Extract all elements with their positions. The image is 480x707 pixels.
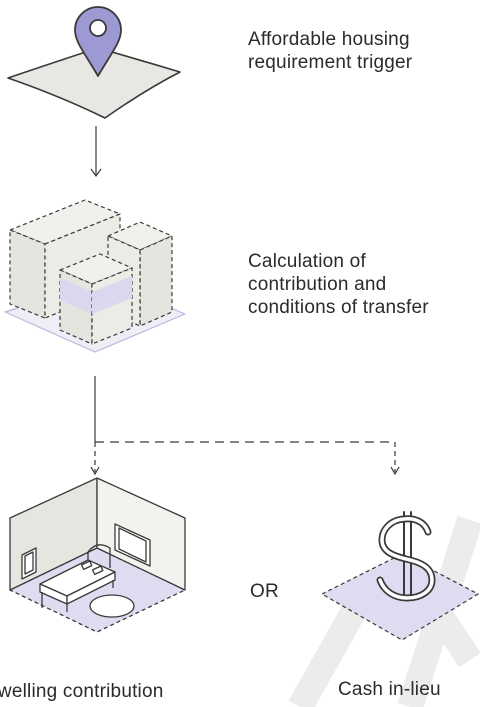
calculation-label: Calculation of contribution and conditio… <box>248 251 429 318</box>
building-blocks-icon <box>4 199 186 353</box>
ground-sheet-icon <box>7 47 181 119</box>
branching-arrows <box>90 376 400 476</box>
arrow-down-1 <box>90 126 102 178</box>
dwelling-contribution-label: Dwelling contribution <box>0 681 164 702</box>
dollar-sign-icon <box>376 511 436 602</box>
trigger-label: Affordable housing requirement trigger <box>248 29 413 73</box>
bedroom-icon <box>9 477 186 633</box>
map-pin-icon <box>74 6 122 77</box>
or-label: OR <box>250 581 279 602</box>
cash-in-lieu-label: Cash in-lieu <box>338 679 441 700</box>
